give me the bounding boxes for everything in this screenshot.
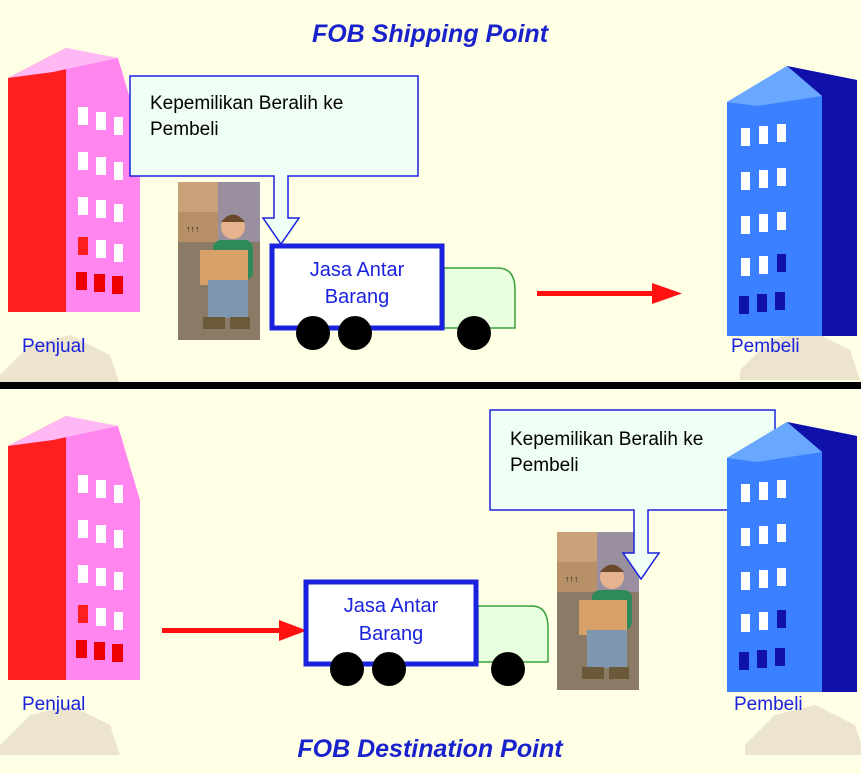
top-seller-building <box>8 48 140 312</box>
bottom-truck-wheel <box>491 652 525 686</box>
top-truck-wheel <box>338 316 372 350</box>
top-callout-line-2: Pembeli <box>150 119 219 140</box>
bottom-truck-wheel <box>372 652 406 686</box>
top-buyer-building <box>727 66 857 336</box>
panel-divider <box>0 382 861 389</box>
bottom-arrow <box>162 620 307 641</box>
top-truck-wheel <box>296 316 330 350</box>
bottom-seller-building <box>8 416 140 680</box>
bottom-truck-label-2: Barang <box>359 623 424 645</box>
top-truck-label-1: Jasa Antar <box>310 259 405 281</box>
top-truck-wheel <box>457 316 491 350</box>
bottom-callout-line-2: Pembeli <box>510 455 579 476</box>
bottom-buyer-label: Pembeli <box>734 694 803 715</box>
top-title: FOB Shipping Point <box>312 20 550 48</box>
top-worker-image <box>178 182 260 340</box>
bottom-truck: Jasa Antar Barang <box>303 579 549 686</box>
top-callout-line-1: Kepemilikan Beralih ke <box>150 93 343 114</box>
bottom-seller-label: Penjual <box>22 694 85 715</box>
bottom-truck-wheel <box>330 652 364 686</box>
bottom-title: FOB Destination Point <box>297 735 564 763</box>
top-arrow <box>537 283 682 304</box>
top-buyer-label: Pembeli <box>731 336 800 357</box>
bottom-truck-label-1: Jasa Antar <box>344 595 439 617</box>
bottom-callout-line-1: Kepemilikan Beralih ke <box>510 429 703 450</box>
top-truck: Jasa Antar Barang <box>269 243 516 350</box>
bottom-buyer-building <box>727 422 857 692</box>
top-truck-label-2: Barang <box>325 286 390 308</box>
top-seller-label: Penjual <box>22 336 85 357</box>
top-callout: Kepemilikan Beralih ke Pembeli <box>129 75 419 246</box>
bottom-callout: Kepemilikan Beralih ke Pembeli <box>489 409 776 581</box>
